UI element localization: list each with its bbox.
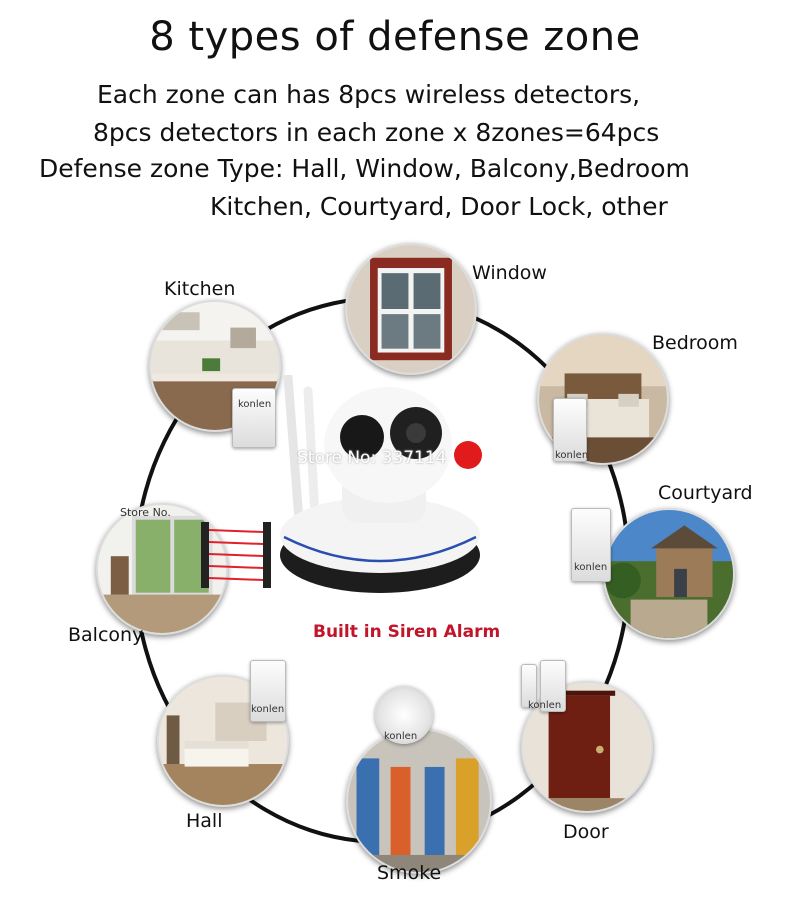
- door-sensor-icon: [521, 664, 537, 708]
- zone-label-door: Door: [563, 821, 609, 843]
- brand-label: konlen: [384, 731, 418, 742]
- window-zone-photo: [345, 243, 477, 375]
- brand-label: konlen: [238, 399, 272, 410]
- siren-label: Built in Siren Alarm: [313, 622, 501, 642]
- smoke-detector-icon: [375, 686, 433, 744]
- page-title: 8 types of defense zone: [149, 14, 641, 60]
- zone-label-balcony: Balcony: [68, 624, 144, 646]
- smoke-zone-photo: [346, 728, 492, 874]
- description-line-3: Defense zone Type: Hall, Window, Balcony…: [39, 154, 690, 183]
- courtyard-zone-photo: [603, 508, 735, 640]
- zone-label-window: Window: [472, 262, 547, 284]
- brand-label: konlen: [555, 450, 589, 461]
- door-sensor-icon: [540, 660, 566, 712]
- beam-detector-icon: [197, 520, 275, 590]
- store-small-label: Store No.: [120, 506, 171, 519]
- store-watermark: Store No: 337114: [297, 448, 447, 468]
- ip-camera-image: [270, 372, 500, 600]
- description-line-2: 8pcs detectors in each zone x 8zones=64p…: [93, 118, 660, 147]
- brand-label: konlen: [574, 562, 608, 573]
- zone-label-hall: Hall: [186, 810, 223, 832]
- description-line-1: Each zone can has 8pcs wireless detector…: [97, 80, 641, 109]
- brand-label: konlen: [528, 700, 562, 711]
- zone-label-courtyard: Courtyard: [658, 482, 753, 504]
- pir-detector-icon: [250, 660, 286, 722]
- zone-label-bedroom: Bedroom: [652, 332, 738, 354]
- pir-detector-icon: [571, 508, 611, 582]
- brand-label: konlen: [251, 704, 285, 715]
- description-line-4: Kitchen, Courtyard, Door Lock, other: [210, 192, 668, 221]
- zone-label-kitchen: Kitchen: [164, 278, 236, 300]
- zone-label-smoke: Smoke: [377, 862, 442, 884]
- gas-detector-icon: [232, 388, 276, 448]
- pir-detector-icon: [553, 398, 587, 462]
